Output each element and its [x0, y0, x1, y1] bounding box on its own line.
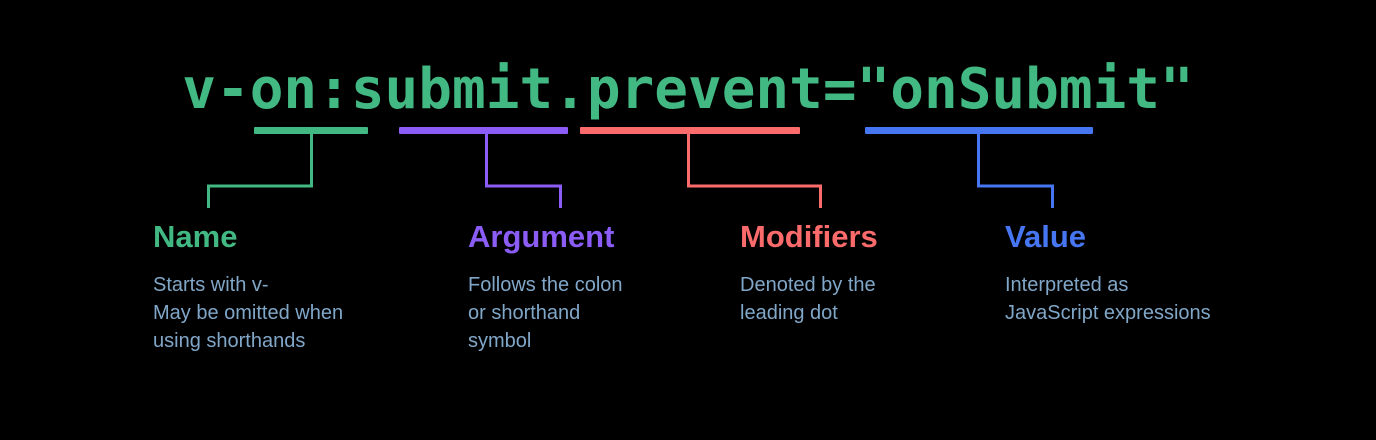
- directive-code-line: v-on:submit.prevent="onSubmit": [182, 57, 1194, 122]
- connector-argument: [485, 131, 562, 208]
- part-value: Value Interpreted as JavaScript expressi…: [1005, 218, 1325, 327]
- part-title-argument: Argument: [468, 219, 615, 254]
- part-description-value: Interpreted as JavaScript expressions: [1005, 274, 1211, 324]
- part-description-name: Starts with v- May be omitted when using…: [153, 274, 344, 352]
- connector-value: [977, 131, 1054, 208]
- part-title-name: Name: [153, 219, 238, 254]
- underline-bar-value: [865, 127, 1093, 134]
- connector-name: [207, 131, 313, 208]
- underline-bar-name: [254, 127, 368, 134]
- part-title-value: Value: [1005, 219, 1086, 254]
- part-name: Name Starts with v- May be omitted when …: [153, 218, 453, 355]
- part-description-argument: Follows the colon or shorthand symbol: [468, 274, 623, 352]
- part-title-modifiers: Modifiers: [740, 219, 878, 254]
- part-modifiers: Modifiers Denoted by the leading dot: [740, 218, 990, 327]
- underline-bar-modifiers: [580, 127, 800, 134]
- connector-modifiers: [687, 131, 822, 208]
- part-argument: Argument Follows the colon or shorthand …: [468, 218, 708, 355]
- part-description-modifiers: Denoted by the leading dot: [740, 274, 876, 324]
- underline-bar-argument: [399, 127, 568, 134]
